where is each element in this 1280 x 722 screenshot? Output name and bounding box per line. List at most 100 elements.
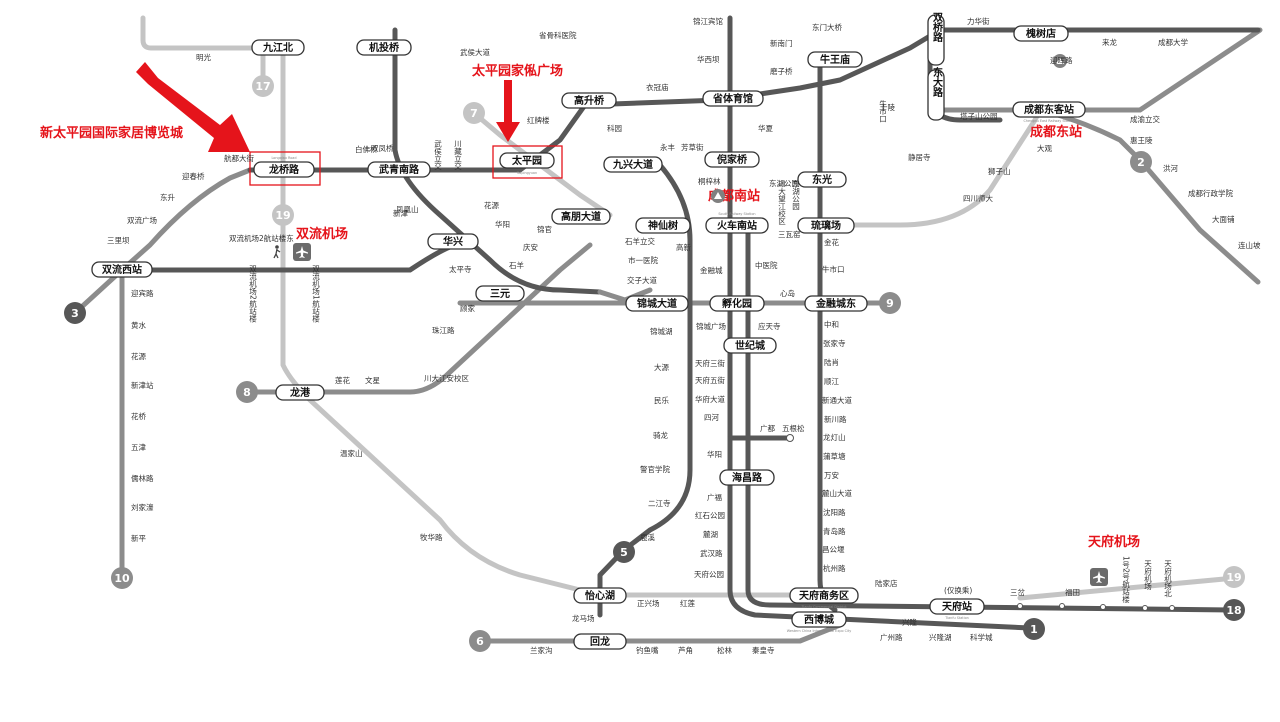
station-label: 力华街 xyxy=(967,16,990,26)
station-label: 警官学院 xyxy=(640,464,670,474)
svg-text:7: 7 xyxy=(470,107,478,120)
vertical-station-label: 1号2号航站楼 xyxy=(1121,556,1130,604)
station-label: 三里坝 xyxy=(107,236,130,245)
hub-haichanglu[interactable]: 海昌路 xyxy=(719,469,775,486)
station-label: 沈阳路 xyxy=(823,507,846,517)
station-label: 川大江安校区 xyxy=(424,373,469,383)
hub-longqiaolu[interactable]: 龙桥路 xyxy=(253,161,315,178)
svg-text:倪家桥: 倪家桥 xyxy=(717,153,748,166)
hub-shenxianshu[interactable]: 神仙树 xyxy=(635,217,691,234)
station-label: 昌公堰 xyxy=(822,544,845,554)
svg-text:17: 17 xyxy=(255,80,270,93)
station-label: 麓山大道 xyxy=(822,488,852,498)
station-label: 大观 xyxy=(1037,143,1053,153)
station-label: 兰家沟 xyxy=(530,645,553,655)
station-label: 福田 xyxy=(1065,588,1080,597)
station-label: 成都大学 xyxy=(1158,37,1188,47)
hub-huochenanzhan[interactable]: 火车南站 xyxy=(705,217,769,234)
hub-subtitle: Tianfu Commercial District xyxy=(800,605,847,609)
svg-text:机投桥: 机投桥 xyxy=(369,41,400,54)
hub-jiujiangbei[interactable]: 九江北 xyxy=(251,39,305,56)
hub-jinrongchengdong[interactable]: 金融城东 xyxy=(804,295,868,312)
line-19-path xyxy=(280,45,803,598)
hub-yixinhu[interactable]: 怡心湖 xyxy=(573,587,627,604)
station-label: 大源 xyxy=(654,362,669,372)
station-label: 锦江宾馆 xyxy=(693,16,723,26)
station-label: 航都大街 xyxy=(224,153,254,163)
hub-shijicheng[interactable]: 世纪城 xyxy=(723,337,777,354)
station-label: 科学城 xyxy=(970,632,993,642)
hub-longgang[interactable]: 龙港 xyxy=(275,384,325,401)
hub-huaxing[interactable]: 华兴 xyxy=(427,233,479,250)
line-shuangliu-path xyxy=(119,242,458,273)
station-label: 青岛路 xyxy=(823,526,846,536)
hub-jinchengdadao[interactable]: 锦城大道 xyxy=(625,295,689,312)
svg-text:海昌路: 海昌路 xyxy=(732,471,763,484)
svg-text:琉璃场: 琉璃场 xyxy=(811,219,841,232)
svg-text:东大路: 东大路 xyxy=(931,66,943,98)
hub-sanyuan[interactable]: 三元 xyxy=(475,285,525,302)
hub-tianfushangwuqu[interactable]: 天府商务区 xyxy=(789,587,859,604)
station-label: 陆肖 xyxy=(824,357,839,367)
svg-text:天府站: 天府站 xyxy=(942,600,972,613)
svg-text:3: 3 xyxy=(71,307,79,320)
hub-dongdalu[interactable]: 东大路 xyxy=(927,66,945,121)
station-label: 桐梓林 xyxy=(698,176,721,186)
hub-tianfuzhan[interactable]: 天府站 xyxy=(929,598,985,615)
annotation-taipingyuan: 太平园家俬广场 xyxy=(471,63,563,79)
station-label: 新川路 xyxy=(824,414,847,424)
station-label: 华夏 xyxy=(758,123,773,133)
hub-huaishudian[interactable]: 槐树店 xyxy=(1013,25,1069,42)
vertical-station-label: 武侯立交 xyxy=(433,139,442,172)
hub-wuqingnanlu[interactable]: 武青南路 xyxy=(367,161,431,178)
station-label: 华阳 xyxy=(707,449,722,459)
station-label: 科园 xyxy=(607,123,622,133)
hub-shuangqiaolu[interactable]: 双桥路 xyxy=(927,12,945,66)
hub-shengtiyuguan[interactable]: 省体育馆 xyxy=(702,90,764,107)
hub-huilong[interactable]: 回龙 xyxy=(573,633,627,650)
svg-text:牛王庙: 牛王庙 xyxy=(820,53,850,66)
walking-person-icon xyxy=(273,245,281,259)
station-label: 成渝立交 xyxy=(1130,114,1160,124)
station-label: (仅换乘) xyxy=(944,585,972,595)
station-label: 万安 xyxy=(824,470,839,480)
station-label: 双流广场 xyxy=(127,215,157,225)
svg-text:6: 6 xyxy=(476,635,484,648)
hub-jiuxingdadao[interactable]: 九兴大道 xyxy=(603,156,663,173)
station-label: 麓湖 xyxy=(703,529,718,539)
hub-liuliichang[interactable]: 琉璃场 xyxy=(797,217,855,234)
hub-subtitle: Longqiao Road xyxy=(271,156,296,160)
line-6-badge: 6 xyxy=(469,630,491,652)
hub-taipingyuan[interactable]: 太平园 xyxy=(499,152,555,169)
hub-nijiaqiao[interactable]: 倪家桥 xyxy=(704,151,760,168)
station-label: 武汉路 xyxy=(700,548,723,558)
hub-gaoshengqiao[interactable]: 高升桥 xyxy=(561,92,617,109)
station-label: 四河 xyxy=(704,413,719,422)
hub-dongguang[interactable]: 东光 xyxy=(797,171,847,188)
hub-niuwangmiao[interactable]: 牛王庙 xyxy=(807,51,863,68)
station-label: 天府五街 xyxy=(695,375,725,385)
line-mid-cross-path xyxy=(597,287,653,303)
svg-text:武青南路: 武青南路 xyxy=(379,163,420,176)
line-17-path xyxy=(140,15,266,88)
hub-xibocheng[interactable]: 西博城 xyxy=(791,611,847,628)
station-label: 新津站 xyxy=(131,380,154,390)
hub-fuhuayuan[interactable]: 孵化园 xyxy=(709,295,765,312)
station-label: 洪河 xyxy=(1163,163,1179,173)
station-label: 石羊 xyxy=(509,260,524,270)
hub-chengdudongkezhan[interactable]: 成都东客站 xyxy=(1012,101,1086,118)
station-label: 文星 xyxy=(365,375,380,385)
station-label: 双凤桥 xyxy=(371,143,394,153)
hub-shuangliuxizhan[interactable]: 双流西站 xyxy=(91,261,153,278)
line-18-badge: 18 xyxy=(1223,599,1245,621)
svg-text:九江北: 九江北 xyxy=(262,41,293,54)
svg-text:金融城东: 金融城东 xyxy=(815,297,856,310)
station-label: 高新 xyxy=(676,242,691,252)
railway-station-icon xyxy=(1053,54,1067,68)
hub-jitouqiao[interactable]: 机投桥 xyxy=(356,39,412,56)
station-label: 红莲 xyxy=(680,598,695,608)
station-label: 花源 xyxy=(131,351,146,361)
vertical-station-label: 东湖公园 xyxy=(791,179,800,212)
hub-gaopengdadao[interactable]: 高朋大道 xyxy=(551,208,611,225)
svg-text:火车南站: 火车南站 xyxy=(717,219,757,232)
